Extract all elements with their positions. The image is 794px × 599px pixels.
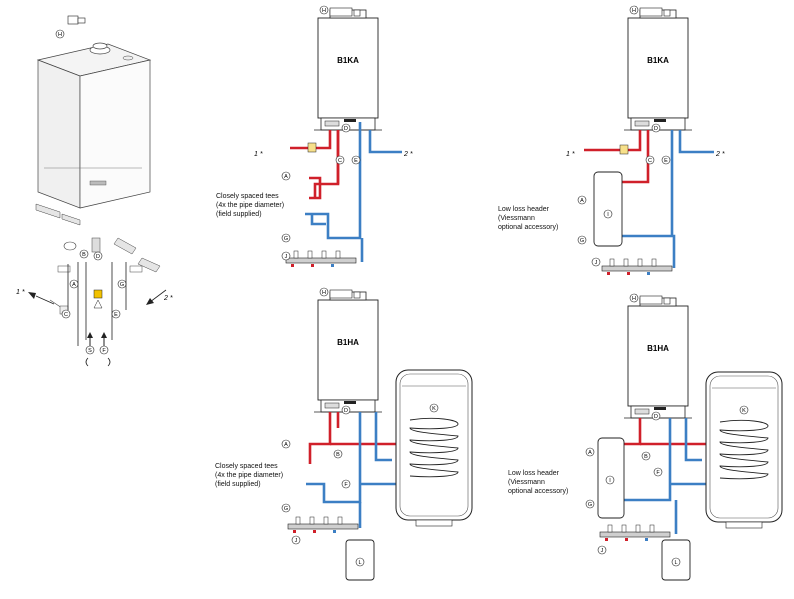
supply-label-2-right: 2 * [715, 151, 725, 158]
supply-label-1-perspective: 1 * [16, 289, 25, 296]
boiler-b1ka-right [584, 7, 714, 276]
llh-note-bottom: Low loss header (Viessmann optional acce… [508, 469, 568, 496]
circle-label: J [295, 538, 298, 544]
circle-label: D [96, 254, 100, 260]
tees-note-line: (field supplied) [215, 481, 261, 488]
circle-label: I [607, 212, 609, 218]
perspective-boiler [28, 15, 167, 367]
circle-label: J [601, 548, 604, 554]
circle-label: K [432, 406, 436, 412]
circle-label: K [742, 408, 746, 414]
circle-label: D [654, 414, 658, 420]
circle-label: B [82, 252, 86, 258]
circle-label: J [595, 260, 598, 266]
circle-label: F [344, 482, 348, 488]
tees-note-line: (4x the pipe diameter) [216, 202, 285, 209]
circle-label: E [354, 158, 358, 164]
circle-label: G [284, 236, 288, 242]
circle-label: B [644, 454, 648, 460]
llh-note-line: optional accessory) [498, 224, 559, 231]
circle-label: E [114, 312, 118, 318]
llh-note-line: Low loss header [508, 470, 559, 477]
circle-label: D [344, 126, 348, 132]
supply-label-1-right: 1 * [566, 151, 575, 158]
tees-note-bottom: Closely spaced tees (4x the pipe diamete… [215, 462, 283, 489]
boiler-b1ha-left [287, 289, 473, 581]
tees-note-line: Closely spaced tees [216, 193, 279, 200]
circle-label: F [102, 348, 106, 354]
circle-label: H [322, 8, 326, 14]
boiler-b1ha-right [597, 295, 783, 581]
supply-label-2-left: 2 * [403, 151, 413, 158]
circle-label: H [322, 290, 326, 296]
circle-label: A [284, 174, 288, 180]
circle-label: B [336, 452, 340, 458]
circle-label: A [72, 282, 76, 288]
circle-label: G [120, 282, 124, 288]
circle-label: I [609, 478, 611, 484]
circle-label: A [284, 442, 288, 448]
model-label-bottom-left: B1HA [337, 338, 359, 347]
tees-note-top: Closely spaced tees (4x the pipe diamete… [216, 192, 284, 219]
boiler-b1ka-left [285, 7, 402, 268]
circle-label: E [664, 158, 668, 164]
tees-note-line: Closely spaced tees [215, 463, 278, 470]
llh-note-line: optional accessory) [508, 488, 569, 495]
circle-label: C [338, 158, 342, 164]
model-label-top-left: B1KA [337, 56, 359, 65]
llh-note-line: (Viessmann [508, 479, 545, 486]
tees-note-line: (4x the pipe diameter) [215, 472, 284, 479]
callout-circles: H A B D C E G S F H D C E A G J H D [55, 5, 749, 567]
circle-label: S [88, 348, 92, 354]
circle-label: L [674, 560, 677, 566]
circle-label: G [588, 502, 592, 508]
circle-label: A [580, 198, 584, 204]
llh-note-top: Low loss header (Viessmann optional acce… [498, 205, 558, 232]
circle-label: D [654, 126, 658, 132]
supply-label-2-perspective: 2 * [163, 295, 173, 302]
model-label-top-right: B1KA [647, 56, 669, 65]
circle-label: C [648, 158, 652, 164]
circle-label: H [632, 8, 636, 14]
llh-note-line: Low loss header [498, 206, 549, 213]
supply-label-1-left: 1 * [254, 151, 263, 158]
tees-note-line: (field supplied) [216, 211, 262, 218]
circle-label: H [632, 296, 636, 302]
circle-label: L [358, 560, 361, 566]
circle-label: F [656, 470, 660, 476]
circle-label: C [64, 312, 68, 318]
circle-label: D [344, 408, 348, 414]
model-label-bottom-right: B1HA [647, 344, 669, 353]
circle-label: H [58, 32, 62, 38]
circle-label: A [588, 450, 592, 456]
circle-label: J [285, 254, 288, 260]
circle-label: G [284, 506, 288, 512]
circle-label: G [580, 238, 584, 244]
llh-note-line: (Viessmann [498, 215, 535, 222]
